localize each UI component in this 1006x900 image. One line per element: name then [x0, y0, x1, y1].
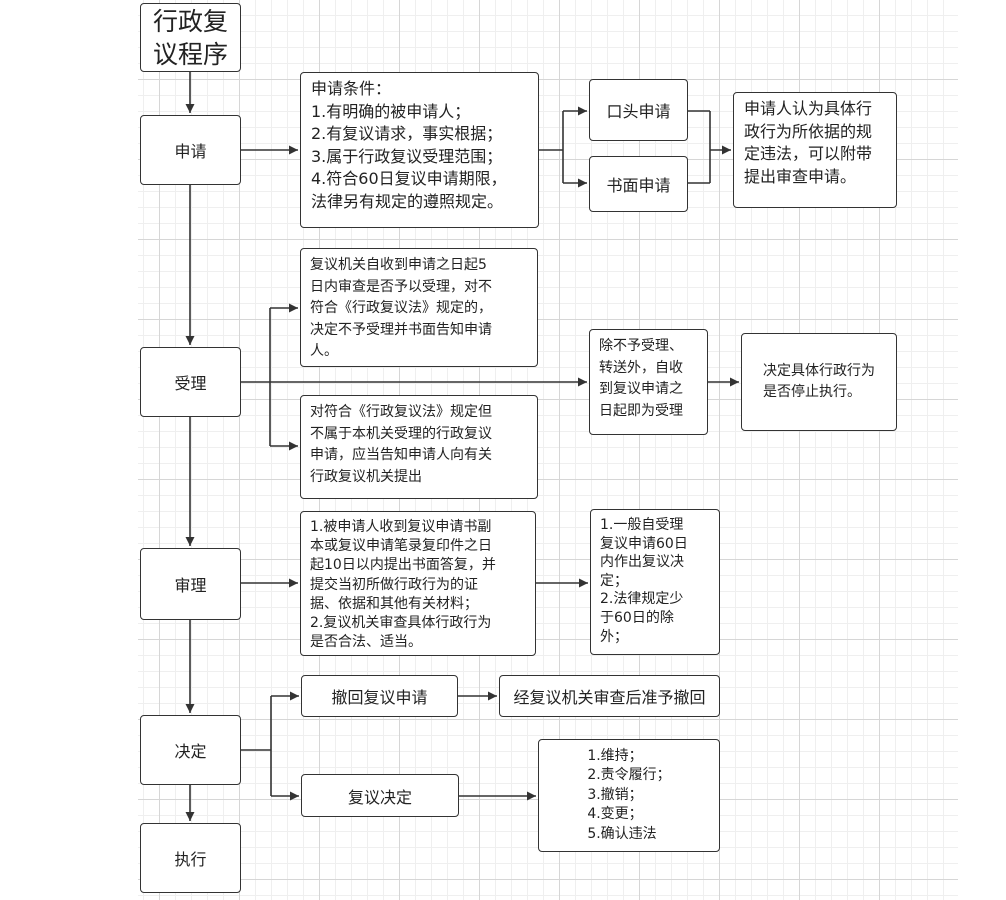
apply-conditions-text: 申请条件： 1.有明确的被申请人； 2.有复议请求，事实根据； 3.属于行政复议… — [311, 79, 507, 211]
oral-application: 口头申请 — [589, 79, 688, 141]
attach-review-note: 申请人认为具体行 政行为所依据的规 定违法，可以附带 提出审查申请。 — [733, 92, 897, 208]
step-accept: 受理 — [140, 347, 241, 417]
page-margin-left — [0, 0, 138, 900]
redirect-note: 对符合《行政复议法》规定但 不属于本机关受理的行政复议 申请，应当告知申请人向有… — [300, 395, 538, 499]
oral-application-label: 口头申请 — [606, 102, 671, 121]
attach-review-text: 申请人认为具体行 政行为所依据的规 定违法，可以附带 提出审查申请。 — [744, 99, 873, 186]
written-application-label: 书面申请 — [606, 176, 671, 195]
step-apply-label: 申请 — [174, 142, 207, 161]
step-review-label: 审理 — [174, 576, 207, 595]
review-decision-label: 复议决定 — [347, 787, 412, 807]
review-process-text: 1.被申请人收到复议申请书副 本或复议申请笔录复印件之日 起10日以内提出书面答… — [310, 519, 496, 651]
review-process: 1.被申请人收到复议申请书副 本或复议申请笔录复印件之日 起10日以内提出书面答… — [300, 511, 536, 656]
step-decide-label: 决定 — [174, 742, 207, 761]
withdraw-result-label: 经复议机关审查后准予撤回 — [513, 688, 706, 707]
suspend-note: 决定具体行政行为 是否停止执行。 — [741, 333, 897, 431]
step-accept-label: 受理 — [174, 374, 207, 393]
reject-note: 复议机关自收到申请之日起5 日内审查是否予以受理，对不 符合《行政复议法》规定的… — [300, 248, 538, 367]
decision-types: 1.维持； 2.责令履行； 3.撤销； 4.变更； 5.确认违法 — [538, 739, 720, 852]
suspend-note-text: 决定具体行政行为 是否停止执行。 — [763, 362, 875, 401]
step-apply: 申请 — [140, 115, 241, 185]
decision-types-text: 1.维持； 2.责令履行； 3.撤销； 4.变更； 5.确认违法 — [587, 747, 671, 842]
flow-title: 行政复 议程序 — [140, 3, 241, 72]
accepted-note: 除不予受理、 转送外，自收 到复议申请之 日起即为受理 — [589, 329, 708, 435]
step-review: 审理 — [140, 548, 241, 620]
accepted-note-text: 除不予受理、 转送外，自收 到复议申请之 日起即为受理 — [599, 338, 683, 419]
withdraw-application-label: 撤回复议申请 — [331, 688, 428, 707]
review-deadline: 1.一般自受理 复议申请60日 内作出复议决 定； 2.法律规定少 于60日的除… — [590, 509, 720, 655]
page-margin-right — [958, 0, 1006, 900]
step-execute: 执行 — [140, 823, 241, 893]
withdraw-result: 经复议机关审查后准予撤回 — [499, 675, 720, 717]
redirect-note-text: 对符合《行政复议法》规定但 不属于本机关受理的行政复议 申请，应当告知申请人向有… — [310, 404, 492, 485]
step-decide: 决定 — [140, 715, 241, 785]
flow-title-text: 行政复 议程序 — [152, 6, 228, 69]
written-application: 书面申请 — [589, 156, 688, 212]
review-decision: 复议决定 — [301, 774, 459, 817]
withdraw-application: 撤回复议申请 — [301, 675, 458, 717]
reject-note-text: 复议机关自收到申请之日起5 日内审查是否予以受理，对不 符合《行政复议法》规定的… — [310, 257, 492, 359]
apply-conditions: 申请条件： 1.有明确的被申请人； 2.有复议请求，事实根据； 3.属于行政复议… — [300, 72, 539, 228]
step-execute-label: 执行 — [174, 850, 207, 869]
review-deadline-text: 1.一般自受理 复议申请60日 内作出复议决 定； 2.法律规定少 于60日的除… — [600, 517, 688, 645]
